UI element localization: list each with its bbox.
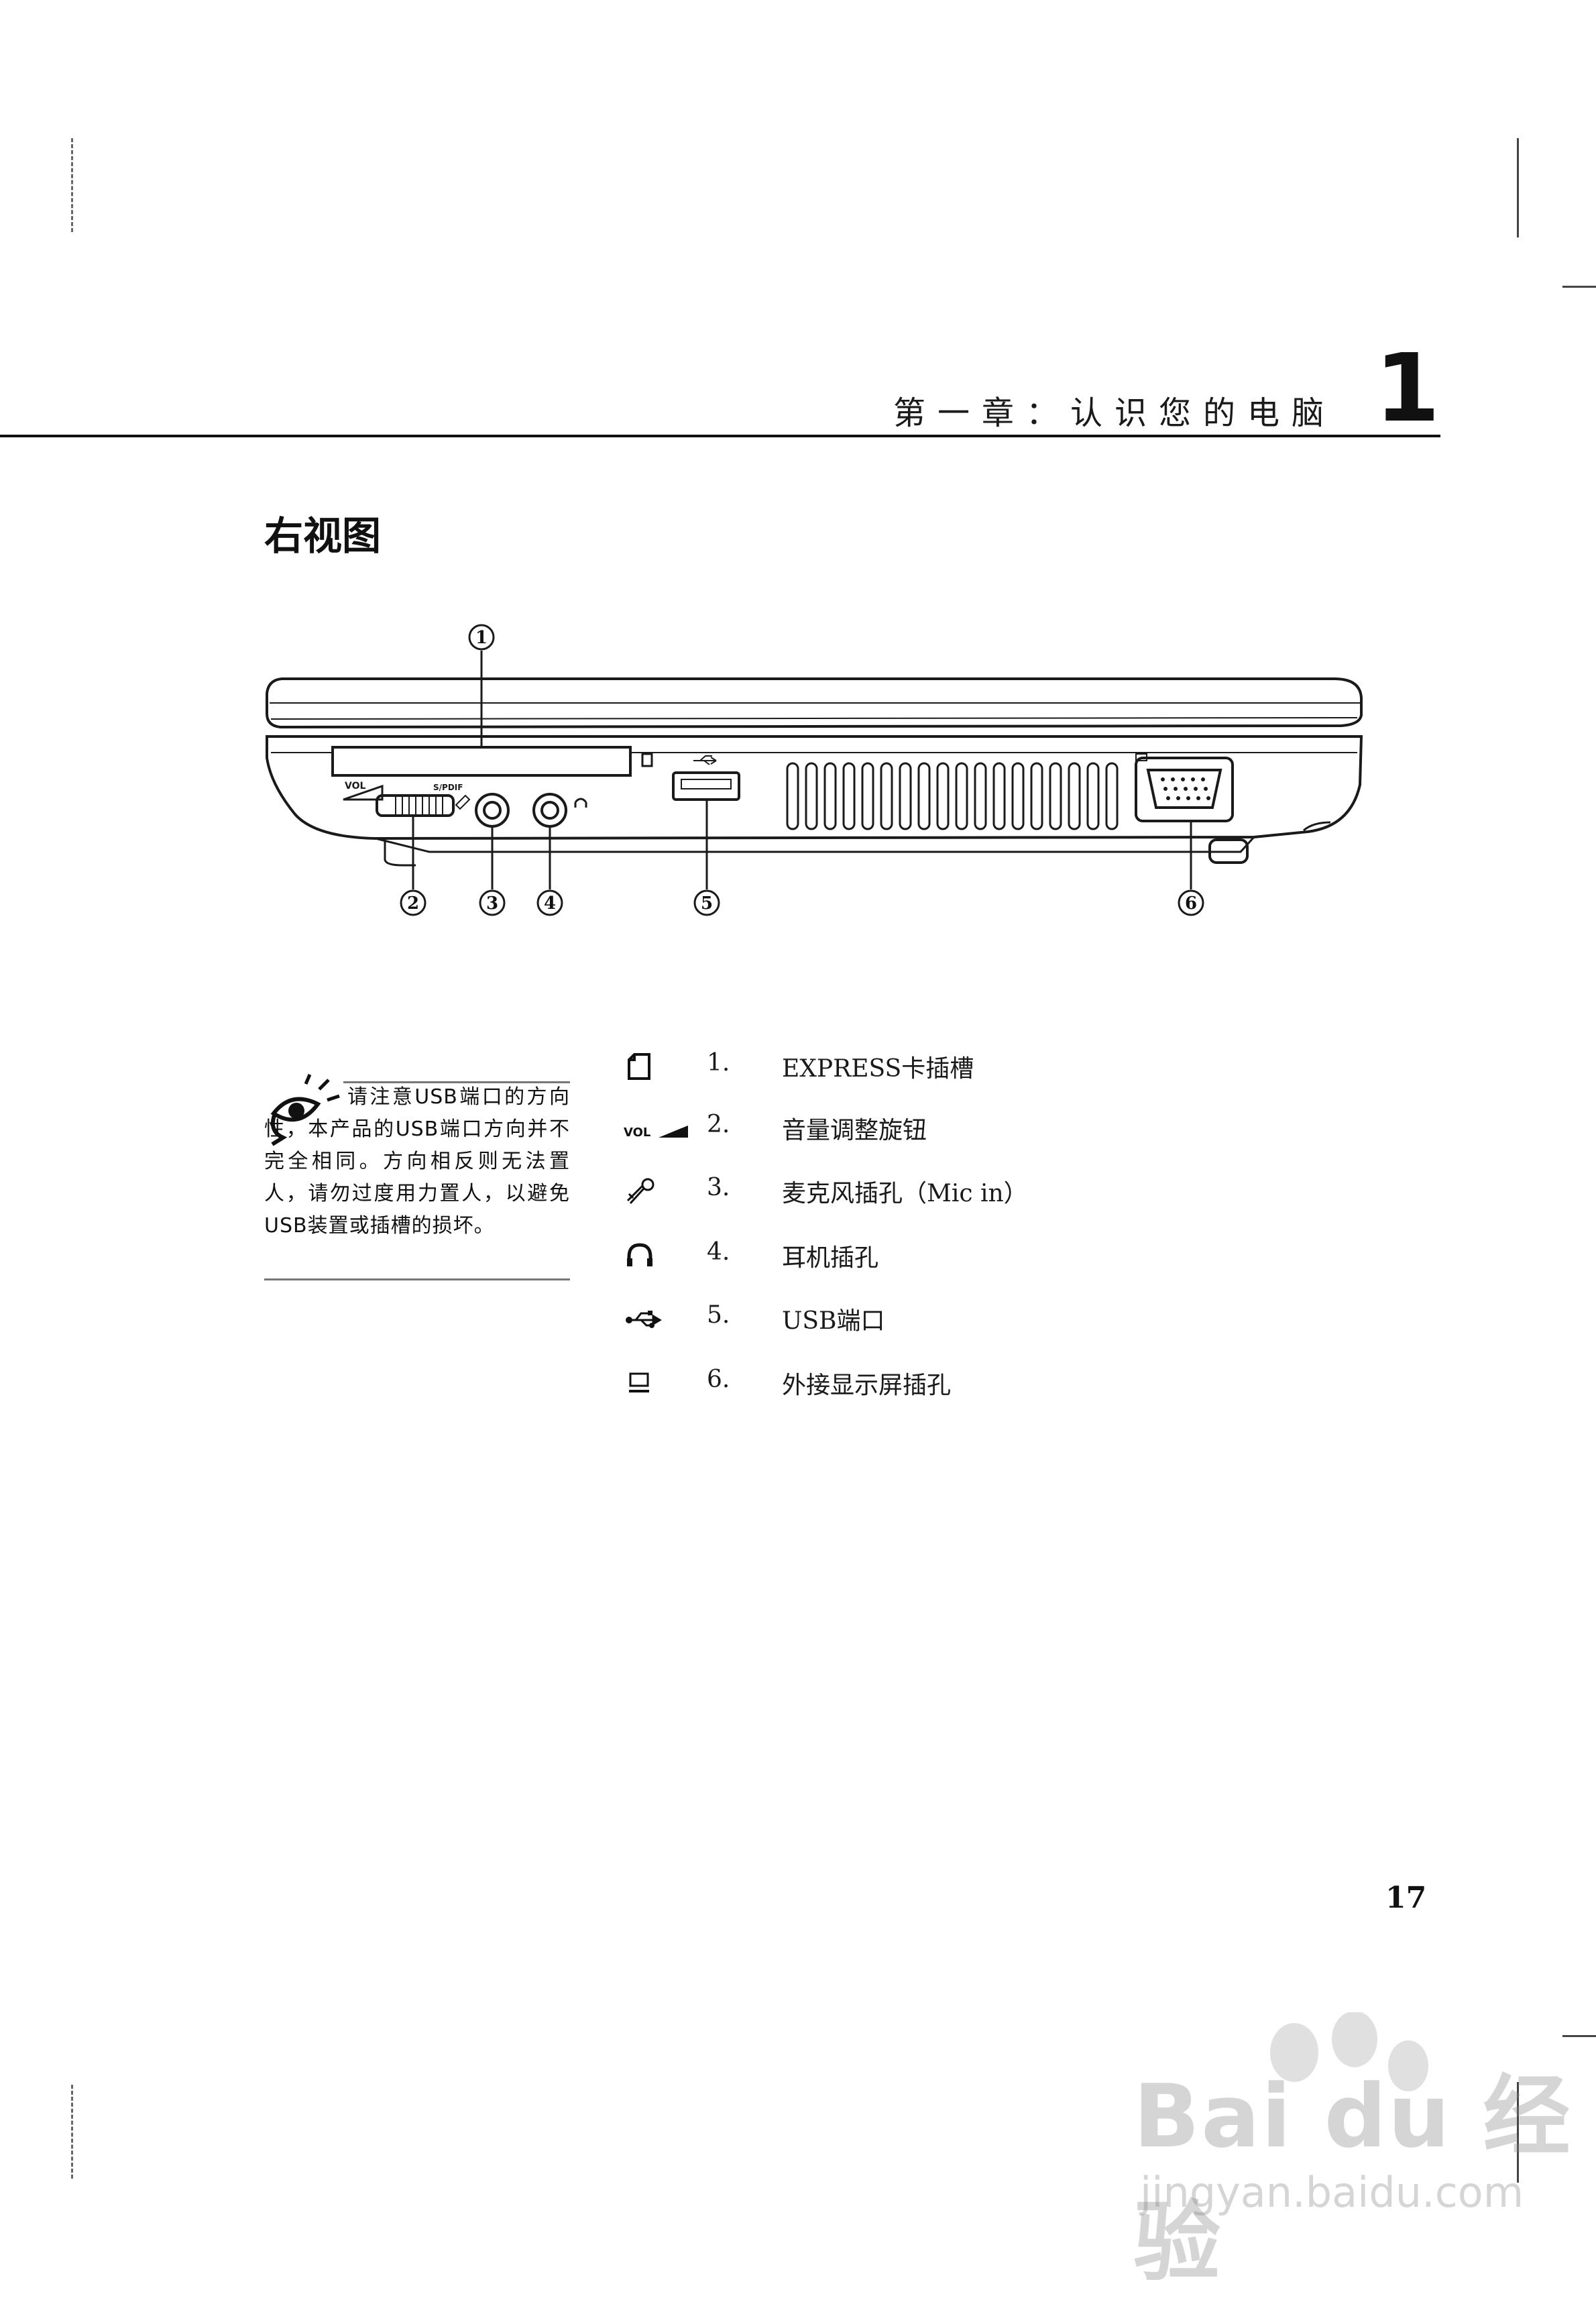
crop-mark — [1517, 138, 1519, 237]
callout-4: 4 — [544, 893, 556, 914]
item-label: 音量调整旋钮 — [782, 1117, 927, 1144]
item-number: 2. — [707, 1111, 730, 1138]
paw-watermark-icon — [1270, 2012, 1428, 2091]
item-label: 麦克风插孔（Mic in） — [782, 1180, 1028, 1207]
vol-label: VOL — [345, 781, 365, 791]
item-number: 5. — [707, 1301, 730, 1329]
microphone-icon — [626, 1178, 654, 1205]
section-title: 右视图 — [264, 513, 382, 559]
list-item: 3. 麦克风插孔（Mic in） — [624, 1171, 1495, 1211]
note-bottom-rule — [264, 1278, 570, 1280]
item-label: 耳机插孔 — [782, 1244, 879, 1272]
list-item: VOL 2. 音量调整旋钮 — [624, 1108, 1495, 1148]
crop-mark — [71, 2085, 73, 2179]
item-label: EXPRESS卡插槽 — [782, 1055, 974, 1083]
item-label: USB端口 — [782, 1307, 885, 1335]
spdif-label: S/PDIF — [433, 783, 463, 792]
list-item: 1. EXPRESS卡插槽 — [624, 1046, 1495, 1087]
item-label: 外接显示屏插孔 — [782, 1372, 952, 1399]
usb-icon — [626, 1311, 662, 1328]
item-number: 4. — [707, 1238, 730, 1266]
note-top-rule — [343, 1081, 570, 1083]
eye-note-icon — [270, 1074, 340, 1146]
monitor-icon — [629, 1372, 649, 1392]
note-text: 请注意USB端口的方向性，本产品的USB端口方向并不完全相同。方向相反则无法置人… — [264, 1085, 570, 1238]
expresscard-icon — [628, 1053, 650, 1080]
crop-mark — [1562, 2035, 1596, 2037]
watermark-brand: Bai du 经验 — [1133, 2065, 1572, 2293]
callout-1: 1 — [475, 628, 488, 648]
crop-mark — [1562, 286, 1596, 288]
item-number: 6. — [707, 1366, 730, 1393]
watermark-url: jingyan.baidu.com — [1140, 2168, 1524, 2217]
callout-5: 5 — [701, 893, 713, 914]
chapter-number: 1 — [1375, 334, 1440, 443]
callout-3: 3 — [486, 893, 498, 914]
crop-mark — [1517, 2082, 1519, 2183]
volume-icon: VOL — [624, 1126, 688, 1140]
crop-mark — [71, 138, 73, 232]
callout-6: 6 — [1185, 893, 1197, 914]
svg-text:VOL: VOL — [624, 1126, 650, 1140]
header-rule — [0, 435, 1440, 437]
list-item: 4. 耳机插孔 — [624, 1236, 1495, 1276]
list-item: 6. 外接显示屏插孔 — [624, 1363, 1495, 1403]
item-number: 3. — [707, 1174, 730, 1201]
headphone-icon — [627, 1243, 652, 1266]
laptop-right-view-diagram: VOL S/PDIF 1 2 3 4 5 6 — [266, 624, 1363, 916]
page-number: 17 — [1385, 1881, 1427, 1915]
chapter-title: 第一章：认识您的电脑 — [893, 394, 1336, 432]
list-item: 5. USB端口 — [624, 1299, 1495, 1339]
callout-2: 2 — [407, 893, 419, 914]
item-number: 1. — [707, 1049, 730, 1077]
